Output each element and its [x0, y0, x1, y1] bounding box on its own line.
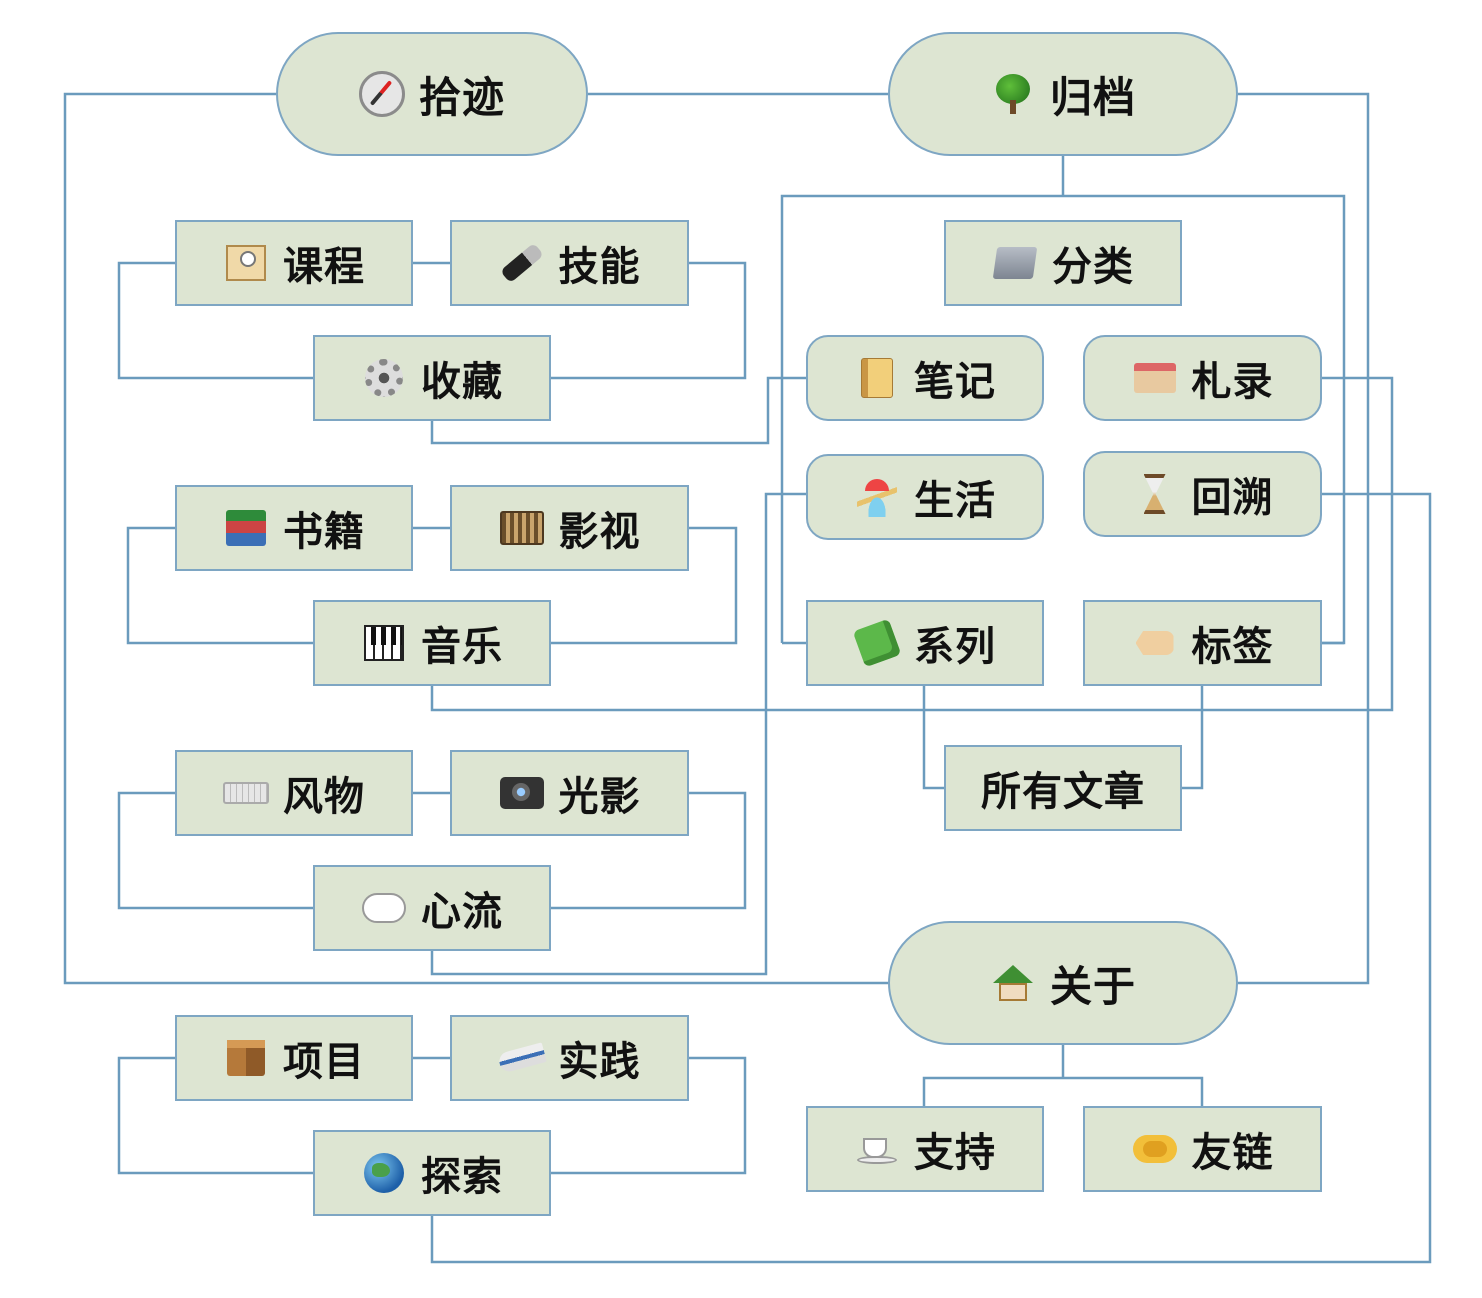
node-label: 技能: [558, 244, 641, 290]
node-shoucang[interactable]: 收藏: [313, 335, 551, 421]
node-label: 项目: [283, 1039, 365, 1085]
node-label: 关于: [1049, 961, 1136, 1011]
node-kecheng[interactable]: 课程: [175, 220, 413, 306]
connector-group3-left: [117, 791, 313, 910]
books-icon: [223, 505, 269, 551]
connector-group4-left: [117, 1056, 313, 1175]
node-guidang[interactable]: 归档: [888, 32, 1238, 156]
notebook-icon: [854, 355, 900, 401]
connector-group2-right: [551, 526, 738, 645]
coffee-icon: [854, 1126, 900, 1172]
folder-icon: [992, 240, 1038, 286]
node-yinyue[interactable]: 音乐: [313, 600, 551, 686]
node-shuji[interactable]: 书籍: [175, 485, 413, 571]
node-xilie[interactable]: 系列: [806, 600, 1044, 686]
node-biaoqian[interactable]: 标签: [1083, 600, 1322, 686]
node-guangying[interactable]: 光影: [450, 750, 689, 836]
node-label: 标签: [1191, 624, 1274, 670]
card-file-box-icon: [1132, 355, 1178, 401]
connector-group2-left: [126, 526, 313, 645]
handshake-icon: [1132, 1126, 1178, 1172]
node-zhichi[interactable]: 支持: [806, 1106, 1044, 1192]
node-label: 系列: [914, 624, 996, 670]
connector-group3-right: [551, 791, 747, 910]
connector-shiji-guanyu: [63, 92, 888, 985]
beach-umbrella-icon: [854, 474, 900, 520]
puzzle-piece-icon: [852, 618, 902, 668]
node-label: 回溯: [1191, 475, 1274, 521]
connector-yinyue-row: [430, 376, 1394, 712]
node-biji[interactable]: 笔记: [806, 335, 1044, 421]
camera-flash-icon: [499, 770, 545, 816]
connector-group1-right: [551, 261, 747, 380]
node-label: 音乐: [421, 624, 503, 670]
node-tansuo[interactable]: 探索: [313, 1130, 551, 1216]
connector-shoucang-biji: [430, 376, 806, 445]
node-shenghuo[interactable]: 生活: [806, 454, 1044, 540]
node-label: 分类: [1052, 244, 1134, 290]
node-label: 影视: [558, 509, 641, 555]
keyboard-icon: [223, 770, 269, 816]
node-jineng[interactable]: 技能: [450, 220, 689, 306]
node-yingshi[interactable]: 影视: [450, 485, 689, 571]
flashlight-icon: [499, 240, 545, 286]
node-label: 心流: [421, 889, 503, 935]
school-icon: [223, 240, 269, 286]
connector-huisu-tansuo: [430, 492, 1432, 1264]
node-label: 笔记: [914, 359, 996, 405]
node-shijian[interactable]: 实践: [450, 1015, 689, 1101]
node-shiji[interactable]: 拾迹: [276, 32, 588, 156]
node-suoyou[interactable]: 所有文章: [944, 745, 1182, 831]
node-fenlei[interactable]: 分类: [944, 220, 1182, 306]
node-label: 风物: [283, 774, 365, 820]
node-label: 所有文章: [981, 769, 1145, 815]
node-huisu[interactable]: 回溯: [1083, 451, 1322, 537]
node-label: 探索: [421, 1154, 503, 1200]
node-label: 实践: [558, 1039, 641, 1085]
node-label: 支持: [914, 1130, 996, 1176]
connector-guidang-guanyu: [1238, 92, 1370, 985]
node-xiangmu[interactable]: 项目: [175, 1015, 413, 1101]
connector-guanyu-children: [922, 1045, 1204, 1106]
bullet-train-icon: [496, 1035, 547, 1081]
connector-xinliu-shenghuo: [430, 492, 806, 976]
hourglass-icon: [1132, 471, 1178, 517]
connector-group1-left: [117, 261, 313, 380]
node-label: 书籍: [283, 509, 365, 555]
compass-icon: [358, 71, 405, 117]
node-label: 友链: [1191, 1130, 1274, 1176]
node-zhalu[interactable]: 札录: [1083, 335, 1322, 421]
connector-xilie-suoyou: [922, 686, 944, 790]
node-label: 课程: [283, 244, 365, 290]
tag-icon: [1132, 620, 1178, 666]
package-icon: [223, 1035, 269, 1081]
tree-icon: [990, 71, 1036, 117]
house-with-garden-icon: [990, 960, 1036, 1006]
node-fengwu[interactable]: 风物: [175, 750, 413, 836]
piano-keys-icon: [361, 620, 407, 666]
node-label: 札录: [1191, 359, 1274, 405]
thought-bubble-icon: [361, 885, 407, 931]
connector-biaoqian-suoyou: [1182, 686, 1204, 790]
connector-group4-right: [551, 1056, 747, 1175]
node-guanyu[interactable]: 关于: [888, 921, 1238, 1045]
globe-icon: [361, 1150, 407, 1196]
gear-icon: [361, 355, 407, 401]
node-label: 生活: [914, 478, 996, 524]
node-xinliu[interactable]: 心流: [313, 865, 551, 951]
node-label: 拾迹: [418, 72, 505, 122]
node-label: 收藏: [421, 359, 503, 405]
node-label: 光影: [558, 774, 641, 820]
film-strip-icon: [499, 505, 545, 551]
node-label: 归档: [1049, 72, 1136, 122]
node-youlian[interactable]: 友链: [1083, 1106, 1322, 1192]
